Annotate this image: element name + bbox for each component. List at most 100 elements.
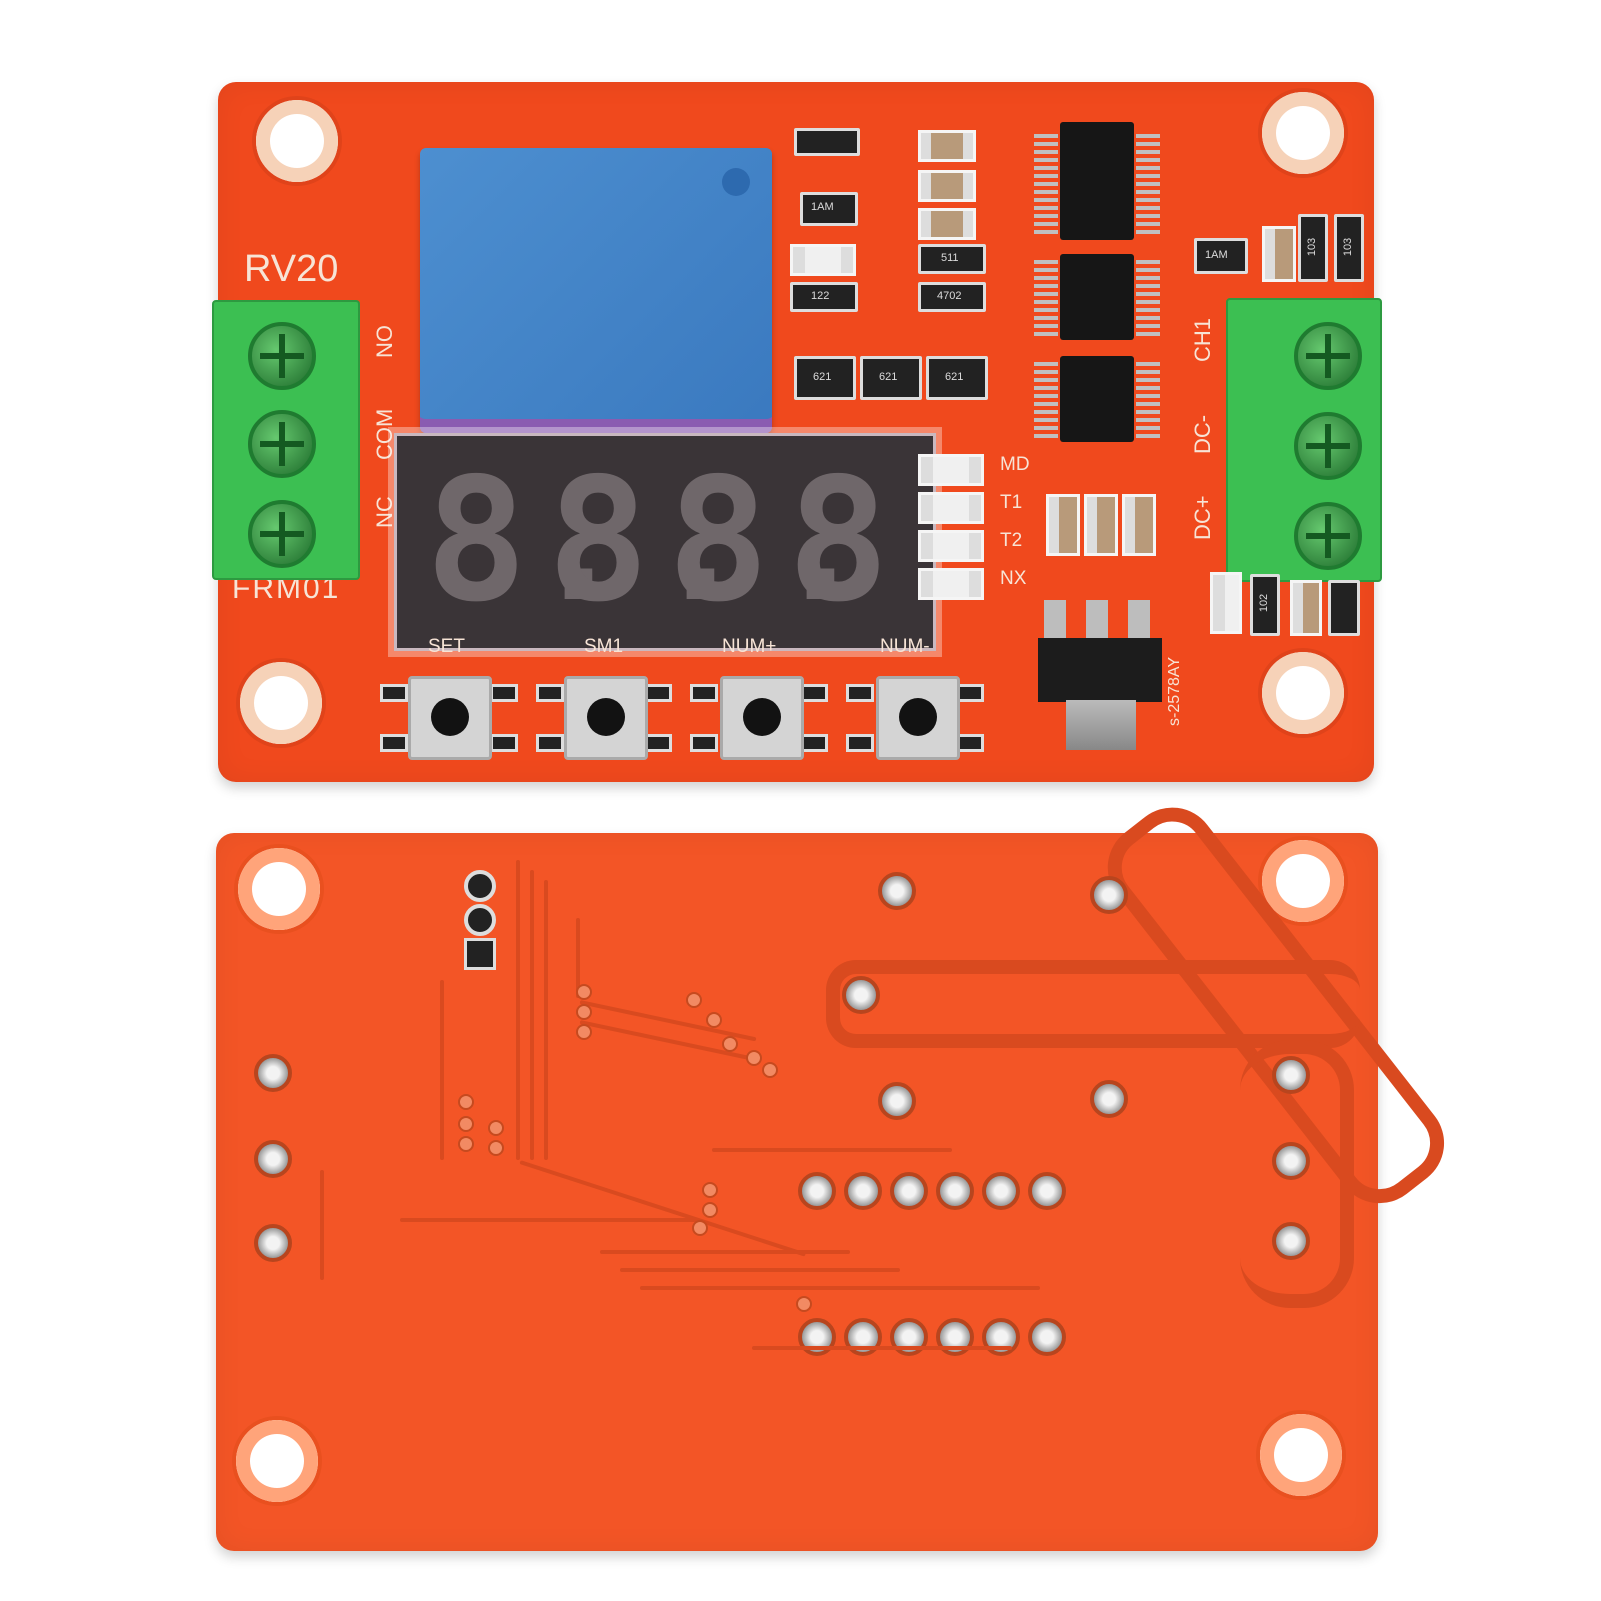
capacitor [918,208,976,240]
back-pcb-board [216,833,1378,1551]
signal-trace [712,1148,952,1152]
button-label-sm1: SM1 [584,636,624,657]
header-pad [464,870,496,902]
via [576,1004,592,1020]
solder-pad [1090,1080,1128,1118]
via [576,984,592,1000]
screw-icon[interactable] [1294,412,1362,480]
solder-pad [798,1318,836,1356]
screw-icon[interactable] [1294,322,1362,390]
model-label: RV20 [244,248,339,290]
capacitor [918,130,976,162]
solder-pad [936,1318,974,1356]
screw-icon[interactable] [248,410,316,478]
terminal-label-no: NO [372,325,397,358]
button-label-num-minus: NUM- [880,636,930,657]
screw-icon[interactable] [248,322,316,390]
capacitor [1262,226,1296,282]
via [488,1120,504,1136]
resistor-5: 103 [1334,214,1364,282]
mount-hole-top-right [1262,92,1344,174]
transistor-2: 1AM [1194,238,1248,274]
solder-pad [798,1172,836,1210]
resistor-array-2: 621 [860,356,922,400]
ic-chip-3 [1060,356,1134,442]
display-digit: 8. [547,442,752,640]
mode-led-t1 [918,492,984,524]
display-digit: 8. [425,442,630,640]
signal-trace [620,1268,900,1272]
terminal-label-dc-minus: DC- [1190,414,1215,454]
solder-pad [878,872,916,910]
solder-pad [844,1318,882,1356]
ic-chip-1 [1060,122,1134,240]
resistor-array-1: 621 [794,356,856,400]
via [458,1116,474,1132]
signal-trace [440,980,444,1160]
via [576,1024,592,1040]
solder-pad [1272,1142,1310,1180]
regulator-tab [1066,700,1136,750]
capacitor [1084,494,1118,556]
front-pcb-board [218,82,1374,782]
button-label-num-plus: NUM+ [722,636,777,657]
transistor-1: 1AM [800,192,858,226]
mode-led-nx [918,568,984,600]
screw-icon[interactable] [1294,502,1362,570]
solder-pad [254,1054,292,1092]
resistor-6: 102 [1250,574,1280,636]
relay-dot [722,168,750,196]
via [458,1136,474,1152]
ic-chip-2 [1060,254,1134,340]
signal-trace [544,880,548,1160]
via [488,1140,504,1156]
signal-trace [640,1286,1040,1290]
mount-hole-back-top-right [1262,840,1344,922]
mode-led-t2 [918,530,984,562]
solder-pad [1090,876,1128,914]
solder-pad [1272,1056,1310,1094]
header-pad [464,938,496,970]
via [702,1202,718,1218]
via [762,1062,778,1078]
mode-label-t1: T1 [1000,492,1023,513]
resistor-array-3: 621 [926,356,988,400]
resistor-1: 122 [790,282,858,312]
relay [420,148,772,433]
signal-trace [576,918,580,998]
via [458,1094,474,1110]
num-minus-button-cap[interactable] [899,698,937,736]
regulator-pins [1044,600,1156,640]
solder-pad [890,1318,928,1356]
display-digit: 8. [667,442,872,640]
solder-pad [1028,1172,1066,1210]
solder-pad [878,1082,916,1120]
set-button-cap[interactable] [431,698,469,736]
via [702,1182,718,1198]
mount-hole-back-bottom-left [236,1420,318,1502]
signal-trace [530,870,534,1160]
screw-icon[interactable] [248,500,316,568]
num-plus-button-cap[interactable] [743,698,781,736]
sm1-button-cap[interactable] [587,698,625,736]
via [796,1296,812,1312]
capacitor [918,170,976,202]
solder-pad [982,1172,1020,1210]
mode-label-nx: NX [1000,568,1027,589]
solder-pad [936,1172,974,1210]
mount-hole-back-top-left [238,848,320,930]
capacitor [1122,494,1156,556]
via [686,992,702,1008]
header-pad [464,904,496,936]
diode [1328,580,1360,636]
terminal-label-dc-plus: DC+ [1190,495,1215,540]
solder-pad [844,1172,882,1210]
capacitor [1046,494,1080,556]
solder-pad [890,1172,928,1210]
via [692,1220,708,1236]
mode-label-t2: T2 [1000,530,1023,551]
mode-led-md [918,454,984,486]
solder-pad [254,1140,292,1178]
power-led [1210,572,1242,634]
voltage-regulator [1038,638,1162,702]
